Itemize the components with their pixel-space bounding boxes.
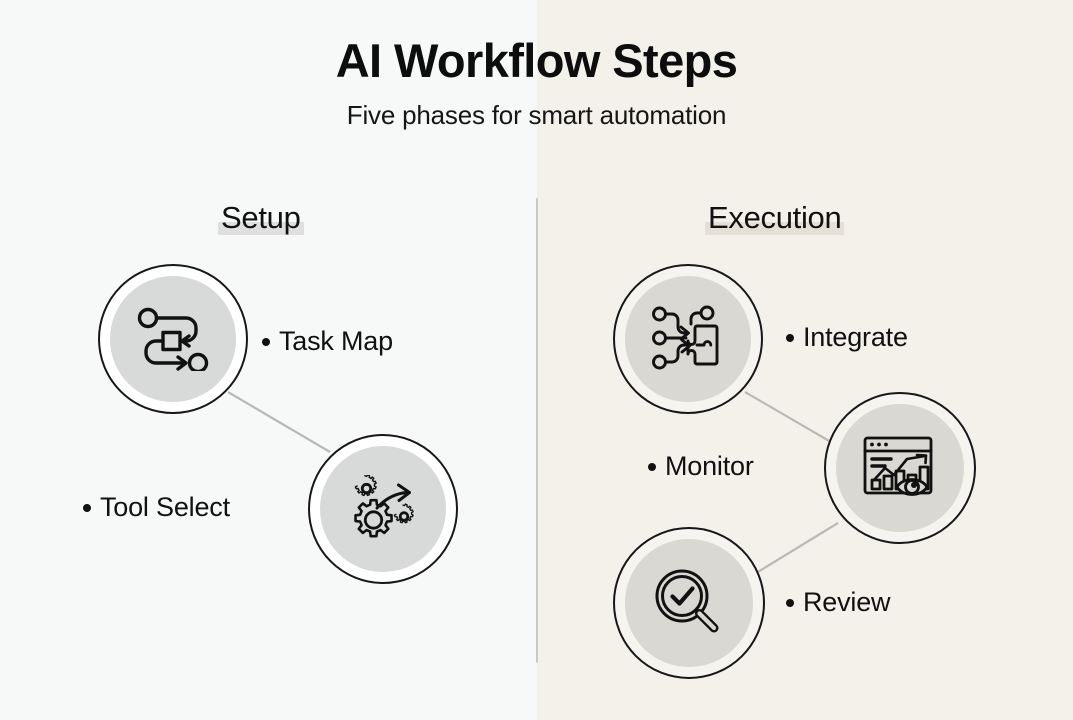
page-title: AI Workflow Steps: [335, 34, 738, 87]
page-subtitle: Five phases for smart automation: [346, 99, 727, 130]
section-heading-setup-label: Setup: [221, 200, 301, 235]
label-monitor-text: Monitor: [665, 451, 754, 481]
bullet-dot-icon: [786, 333, 794, 342]
label-review-text: Review: [803, 587, 891, 617]
bullet-dot-icon: [786, 598, 794, 607]
background-left-panel: [0, 0, 537, 720]
label-task-map: Task Map: [262, 326, 393, 357]
node-tool-select[interactable]: [308, 434, 458, 584]
dashboard-eye-icon: [863, 436, 933, 496]
label-integrate: Integrate: [786, 322, 908, 353]
label-integrate-text: Integrate: [803, 322, 908, 352]
bullet-dot-icon: [262, 337, 270, 346]
header: AI Workflow Steps Five phases for smart …: [0, 36, 1073, 131]
nodes-puzzle-icon: [652, 305, 719, 370]
node-integrate[interactable]: [613, 264, 763, 414]
bullet-dot-icon: [648, 462, 656, 471]
label-tool-select-text: Tool Select: [100, 492, 230, 522]
section-heading-execution: Execution: [705, 200, 845, 236]
label-task-map-text: Task Map: [279, 326, 393, 356]
node-review[interactable]: [613, 527, 765, 679]
magnifier-check-icon: [655, 569, 719, 633]
section-divider: [536, 198, 538, 663]
node-monitor[interactable]: [824, 392, 976, 544]
node-integrate-disc: [625, 276, 751, 402]
label-review: Review: [786, 587, 891, 618]
node-review-disc: [625, 539, 753, 667]
node-task-map[interactable]: [98, 264, 248, 414]
node-monitor-disc: [836, 404, 964, 532]
workflow-path-icon: [137, 307, 209, 371]
bullet-dot-icon: [83, 503, 91, 512]
label-monitor: Monitor: [648, 451, 754, 482]
gears-arrow-icon: [354, 474, 414, 538]
node-task-map-disc: [110, 276, 236, 402]
node-tool-select-disc: [320, 446, 446, 572]
section-heading-execution-label: Execution: [708, 200, 842, 235]
section-heading-setup: Setup: [218, 200, 304, 236]
label-tool-select: Tool Select: [83, 492, 230, 523]
